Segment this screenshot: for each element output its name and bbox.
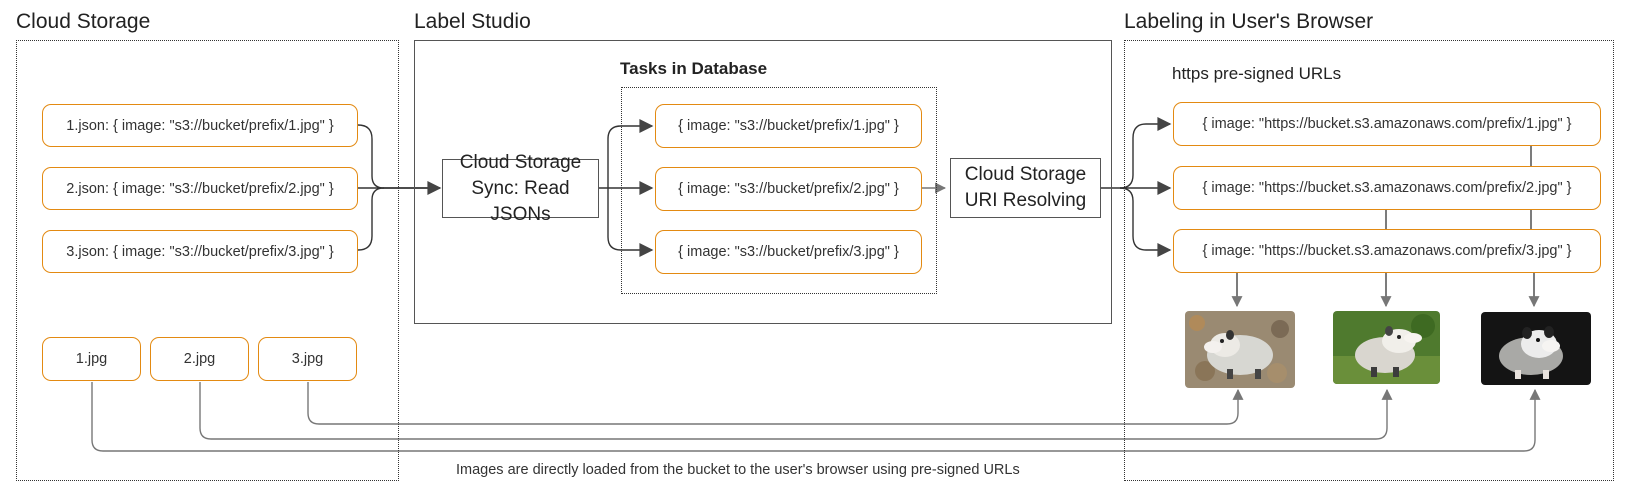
jpg-to-images-connectors (91, 382, 1541, 452)
task-3: { image: "s3://bucket/prefix/3.jpg" } (655, 230, 922, 274)
sync-to-tasks-connectors (598, 119, 654, 257)
tasks-container (621, 87, 937, 294)
resolver-to-urls-connectors (1098, 117, 1172, 257)
url-vertical-connectors (1385, 146, 1532, 229)
browser-subtitle: https pre-signed URLs (1172, 64, 1342, 83)
cloud-storage-title: Cloud Storage (16, 10, 151, 33)
browser-title: Labeling in User's Browser (1124, 10, 1374, 33)
task-1: { image: "s3://bucket/prefix/1.jpg" } (655, 104, 922, 148)
tasks-title: Tasks in Database (620, 59, 768, 78)
image-file-2: 2.jpg (150, 337, 249, 381)
image-file-3: 3.jpg (258, 337, 357, 381)
json-to-sync-connectors (357, 124, 442, 251)
opossum-photo-icon (1481, 312, 1591, 385)
cloud-storage-container (16, 40, 399, 481)
image-file-1: 1.jpg (42, 337, 141, 381)
cloud-storage-sync-box: Cloud Storage Sync: Read JSONs (442, 152, 599, 225)
json-file-1: 1.json: { image: "s3://bucket/prefix/1.j… (42, 104, 358, 147)
uri-resolving-box: Cloud Storage URI Resolving (950, 158, 1101, 218)
footer-note: Images are directly loaded from the buck… (456, 462, 1020, 478)
urls-to-images-connectors (1231, 273, 1540, 308)
json-file-3: 3.json: { image: "s3://bucket/prefix/3.j… (42, 230, 358, 273)
json-file-2: 2.json: { image: "s3://bucket/prefix/2.j… (42, 167, 358, 210)
task-2: { image: "s3://bucket/prefix/2.jpg" } (655, 167, 922, 211)
presigned-url-2: { image: "https://bucket.s3.amazonaws.co… (1173, 166, 1601, 210)
opossum-photo-icon (1185, 311, 1295, 388)
browser-container (1124, 40, 1614, 481)
presigned-url-3: { image: "https://bucket.s3.amazonaws.co… (1173, 229, 1601, 273)
opossum-photo-icon (1333, 311, 1440, 384)
label-studio-title: Label Studio (414, 10, 531, 33)
presigned-url-1: { image: "https://bucket.s3.amazonaws.co… (1173, 102, 1601, 146)
label-studio-container (414, 40, 1112, 324)
